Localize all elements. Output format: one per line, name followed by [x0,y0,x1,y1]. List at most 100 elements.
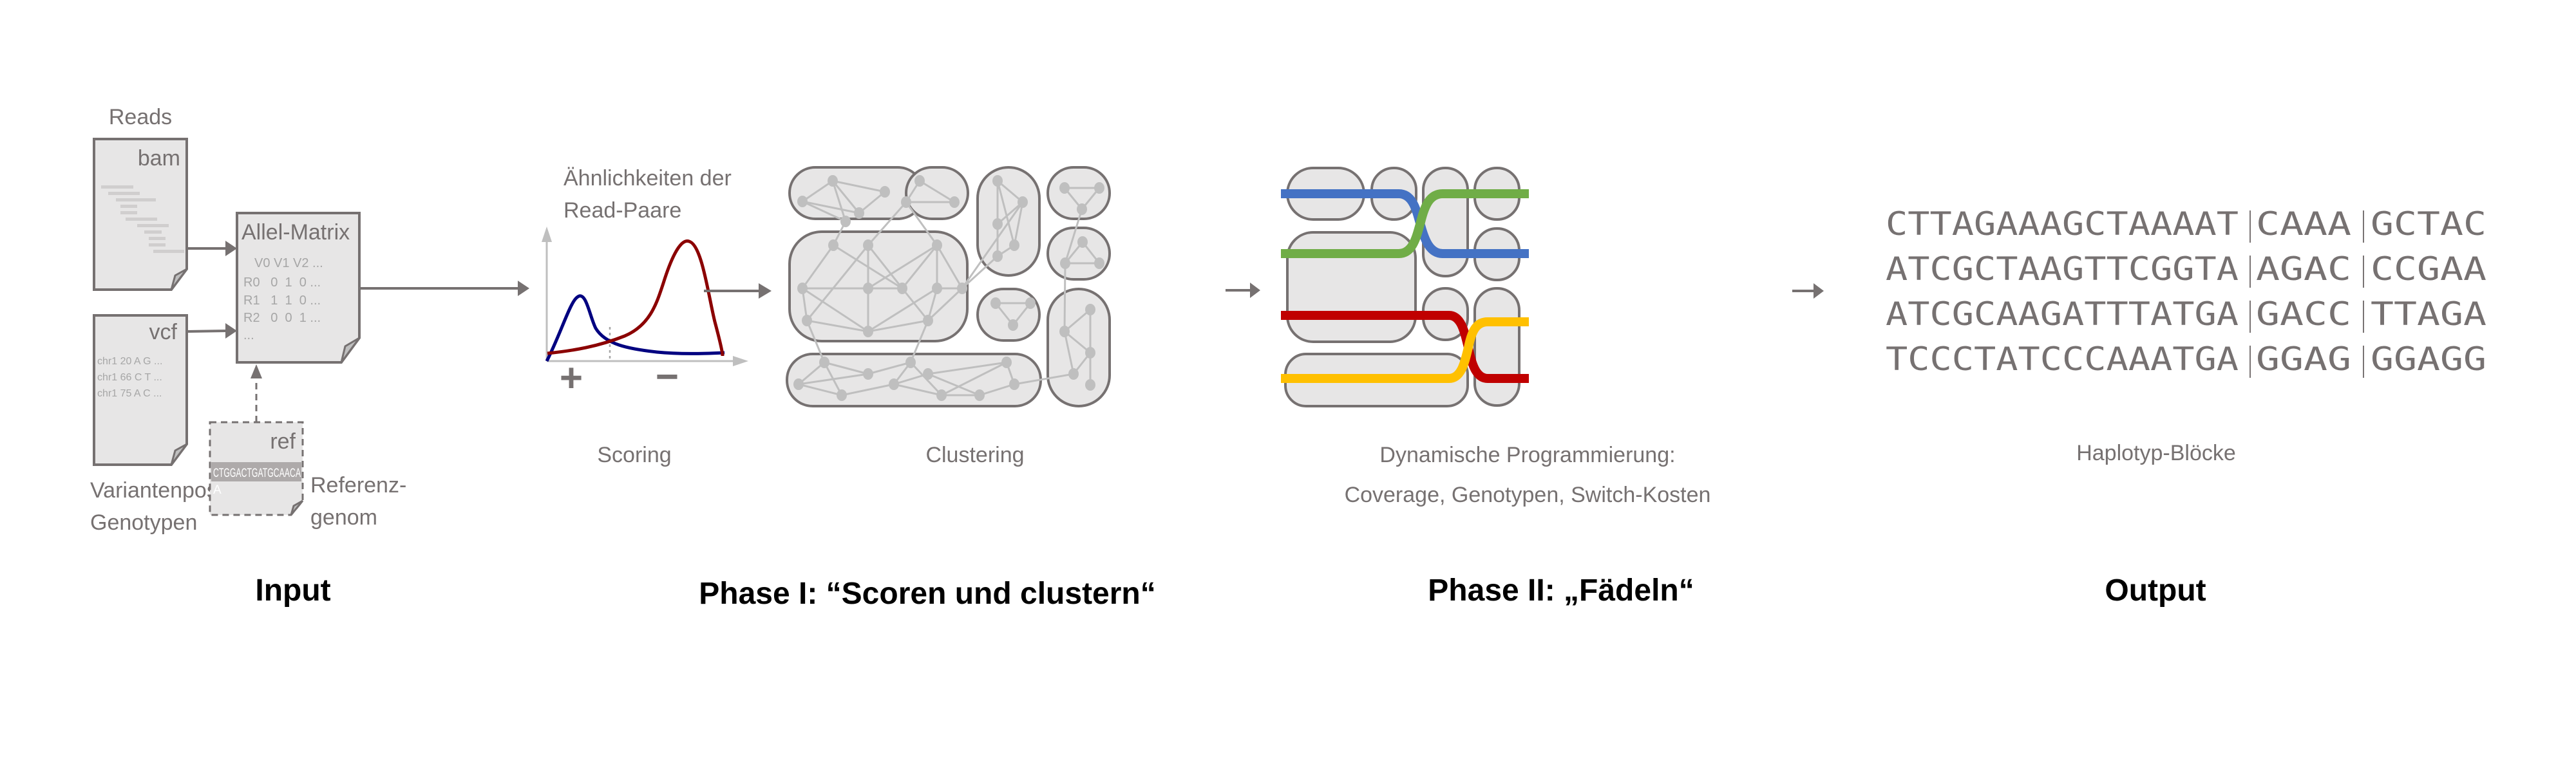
block-separator: | [2359,205,2368,243]
graph-edge [901,245,938,289]
graph-node [819,357,829,368]
graph-edge [867,319,929,333]
graph-edge [893,383,942,396]
graph-node [1068,368,1079,380]
ref-sequence: CTGGACTGATGCAACA [213,467,301,480]
graph-node [932,283,942,294]
graph-edge [961,255,999,290]
graph-node [840,216,851,227]
graph-edge [798,373,869,386]
graph-node [828,239,838,251]
graph-edge [801,245,835,289]
graph-edge [806,245,869,321]
threading-diagram [1281,167,1529,407]
haplotype-block-sequence: GGAG [2256,340,2351,378]
block-separator: | [2246,205,2255,243]
haplotype-block-sequence: AGAC [2256,250,2351,288]
graph-node [923,368,933,380]
input-section: Reads bam vcf [90,105,529,608]
graph-edge [1014,373,1074,386]
haplotype-block-sequence: GGAGG [2371,340,2486,378]
graph-node [949,196,960,208]
graph-node [863,283,873,294]
vcf-line: chr1 66 C T ... [97,372,162,383]
similarity-label-line1: Ähnlichkeiten der [564,166,732,191]
haplotype-blocks-caption: Haplotyp-Blöcke [2076,441,2236,465]
haplotype-block-sequence: GCTAC [2371,205,2486,243]
phase2-caption-line2: Coverage, Genotypen, Switch-Kosten [1345,483,1711,507]
graph-node [932,239,942,251]
graph-edge [802,200,860,214]
graph-edge [867,287,938,333]
allele-matrix-icon: Allel-Matrix V0 V1 V2 ... R0 0 1 0 ... R… [236,212,361,364]
graph-node [1060,257,1070,269]
graph-edge [905,201,938,246]
scoring-distribution-chart: + − [542,227,748,400]
graph-edge [806,320,826,363]
graph-edge [798,361,825,386]
cluster [1422,167,1469,277]
haplotype-threads [1281,189,1529,383]
arrow-head [518,281,529,296]
graph-edge [806,319,869,333]
x-axis-arrow-icon [733,356,748,366]
graph-node [828,175,838,187]
ref-caption-line1: Referenz- [310,473,406,498]
graph-node [992,250,1003,262]
block-separator: | [2359,295,2368,333]
graph-node [974,389,985,401]
vcf-caption-line1: Variantenpos., [90,478,230,503]
graph-edge [802,200,846,223]
graph-edge [1064,308,1091,333]
haplotype-block-sequence: CTTAGAAAGCTAAAAT [1886,205,2239,243]
graph-node [992,218,1003,230]
cluster [976,288,1041,342]
matrix-row: R0 0 1 0 ... [243,275,321,290]
graph-edge [927,287,963,322]
input-section-title: Input [255,573,330,608]
graph-node [1025,297,1036,309]
haplotype-block-sequence: TCCCTATCCCAAATGA [1886,340,2239,378]
vcf-caption-line2: Genotypen [90,510,197,535]
graph-node [863,368,873,380]
graph-node [837,389,847,401]
block-separator: | [2246,295,2255,333]
graph-edge [798,383,842,396]
graph-edge [909,320,929,363]
graph-edge [1063,331,1075,375]
arrow-head [225,323,237,339]
vcf-line: chr1 75 A C ... [97,388,162,399]
bam-label: bam [138,146,180,171]
graph-edge [936,245,963,289]
clustering-graph [786,166,1111,407]
graph-node [880,186,890,198]
haplotype-row: CTTAGAAAGCTAAAAT|CAAA|GCTAC [1886,205,2486,243]
haplotype-row: TCCCTATCCCAAATGA|GGAG|GGAGG [1886,340,2486,378]
graph-node [1085,347,1095,359]
cluster [1046,227,1111,281]
graph-node [901,196,911,208]
graph-node [914,175,925,187]
minus-label: − [656,355,679,399]
haplotype-row: ATCGCTAAGTTCGGTA|AGAC|CCGAA [1886,250,2486,288]
graph-edge [824,361,869,375]
phase2-section: Dynamische Programmierung: Coverage, Gen… [1226,167,1711,608]
block-separator: | [2246,250,2255,288]
y-axis-arrow-icon [542,227,552,242]
haplotype-row: ATCGCAAGATTTATGA|GACC|TTAGA [1886,295,2486,333]
haplotype-block-sequence: ATCGCAAGATTTATGA [1886,295,2239,333]
positive-score-curve [545,294,725,362]
graph-edge [927,361,1007,375]
phase1-section: Ähnlichkeiten der Read-Paare + − [542,166,1156,611]
haplotype-block-sequence: ATCGCTAAGTTCGGTA [1886,250,2239,288]
graph-edge [1064,209,1083,264]
graph-edge [832,180,886,193]
graph-edge [867,244,938,290]
cluster [1286,231,1417,343]
phase2-caption-line1: Dynamische Programmierung: [1379,443,1675,467]
arrow-head [225,241,237,256]
arrow-head [1814,283,1824,299]
graph-node [854,207,864,219]
vcf-line: chr1 20 A G ... [97,356,162,367]
graph-edge [858,191,886,214]
